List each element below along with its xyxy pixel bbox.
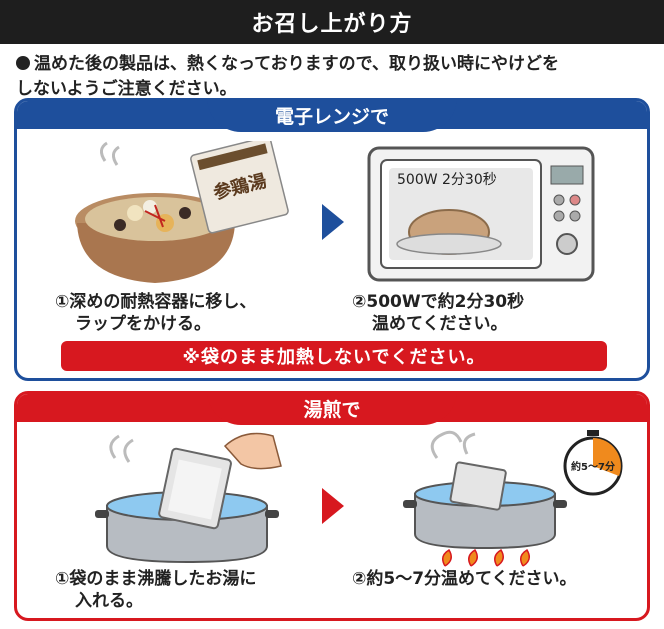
microwave-illustration: 500W 2分30秒 xyxy=(367,146,595,282)
microwave-step-1: ①深めの耐熱容器に移し、 ラップをかける。 xyxy=(55,291,256,335)
page-title: お召し上がり方 xyxy=(251,12,413,37)
caution-notice: 温めた後の製品は、熱くなっておりますので、取り扱い時にやけどを しないようご注意… xyxy=(16,52,652,102)
microwave-step-1-line-2: ラップをかける。 xyxy=(75,314,211,334)
boil-step-1: ①袋のまま沸騰したお湯に 入れる。 xyxy=(55,568,256,612)
timer-label: 約5～7分 xyxy=(571,460,615,473)
microwave-panel: 電子レンジで 参鶏湯 500W 2分30秒 ①深めの xyxy=(14,98,650,381)
page-header: お召し上がり方 xyxy=(0,0,664,44)
boil-step-2: ②約5～7分温めてください。 xyxy=(352,568,577,590)
stopwatch-icon: 約5～7分 xyxy=(563,430,623,496)
boil-title-text: 湯煎で xyxy=(303,398,361,421)
microwave-title-text: 電子レンジで xyxy=(274,105,389,128)
boil-title: 湯煎で xyxy=(207,394,457,425)
boil-panel: 湯煎で 約5～7分 ①袋のまま沸騰したお湯に xyxy=(14,391,650,621)
caution-line-2: しないようご注意ください。 xyxy=(16,79,237,99)
microwave-step-1-line-1: ①深めの耐熱容器に移し、 xyxy=(55,292,257,312)
microwave-step-2-line-2: 温めてください。 xyxy=(372,314,508,334)
soup-bowl-illustration: 参鶏湯 xyxy=(75,141,289,283)
microwave-next-arrow xyxy=(322,204,344,240)
pot-with-pouch-illustration xyxy=(95,432,282,564)
microwave-step-2-line-1: ②500Wで約2分30秒 xyxy=(352,292,525,312)
microwave-title: 電子レンジで xyxy=(207,101,457,132)
boil-step-1-line-2: 入れる。 xyxy=(75,591,143,611)
microwave-display-text: 500W 2分30秒 xyxy=(397,172,497,188)
boiling-pot-illustration: 約5～7分 xyxy=(403,430,623,567)
boil-next-arrow xyxy=(322,488,344,524)
boil-step-2-line-1: ②約5～7分温めてください。 xyxy=(352,569,577,589)
caution-line-1: 温めた後の製品は、熱くなっておりますので、取り扱い時にやけどを xyxy=(34,54,559,74)
microwave-step-2: ②500Wで約2分30秒 温めてください。 xyxy=(352,291,524,335)
boil-step-1-line-1: ①袋のまま沸騰したお湯に xyxy=(55,569,257,589)
warning-text: ※袋のまま加熱しないでください。 xyxy=(182,347,486,368)
no-pouch-heating-warning: ※袋のまま加熱しないでください。 xyxy=(61,341,607,371)
bullet-icon xyxy=(16,56,30,70)
